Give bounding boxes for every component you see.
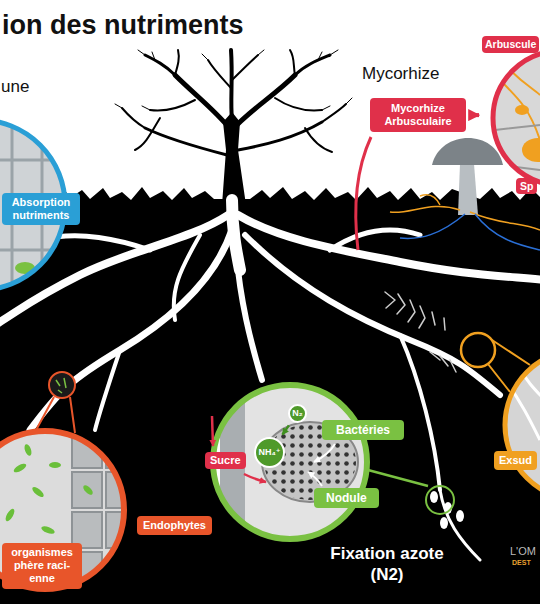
zoom-circle-labels: ArbusculeSp — [482, 36, 539, 194]
box-label: N₂ — [292, 409, 303, 418]
watermark: L'OM — [510, 545, 536, 557]
box-label: Sucre — [210, 454, 241, 467]
caption-label: Fixation azote (N2) — [322, 541, 452, 588]
label-box: Endophytes — [137, 516, 212, 535]
molecule-circle: NH₄⁺ — [254, 437, 285, 468]
label-box: organismes phère raci- enne — [2, 543, 82, 589]
label-box: Nodule — [314, 488, 379, 508]
connector-arrow — [282, 425, 289, 434]
box-label: Nodule — [326, 491, 367, 505]
box-label: organismes phère raci- enne — [8, 546, 76, 586]
corner-label: une — [1, 77, 29, 97]
label-holder: DEST — [512, 559, 531, 566]
watermark: DEST — [512, 559, 531, 566]
label-holder: une — [1, 77, 29, 97]
label-holder: Mycorhize — [362, 64, 439, 84]
label-box: Sucre — [205, 452, 246, 469]
box-label: Absorption nutriments — [8, 196, 74, 222]
molecule-circle: N₂ — [288, 404, 307, 423]
box-label: NH₄⁺ — [258, 448, 280, 457]
label-holder: L'OM — [510, 545, 536, 557]
label-box: Absorption nutriments — [2, 193, 80, 225]
label-box: Mycorhize Arbusculaire — [370, 98, 466, 132]
box-label: Endophytes — [143, 519, 206, 532]
title-holder: ion des nutriments — [2, 10, 244, 41]
section-label: Mycorhize — [362, 64, 439, 84]
label-box: Bactéries — [322, 420, 404, 440]
label-holder: Fixation azote (N2) — [322, 541, 452, 588]
label-box: Exsud — [494, 451, 537, 470]
box-label: Arbuscule — [482, 36, 539, 53]
connector-arrow — [469, 113, 479, 117]
diagram-title: ion des nutriments — [2, 10, 244, 41]
box-label: Sp — [516, 178, 537, 195]
box-label: Exsud — [499, 454, 532, 467]
box-label: Bactéries — [336, 423, 390, 437]
box-label: Mycorhize Arbusculaire — [376, 102, 460, 128]
